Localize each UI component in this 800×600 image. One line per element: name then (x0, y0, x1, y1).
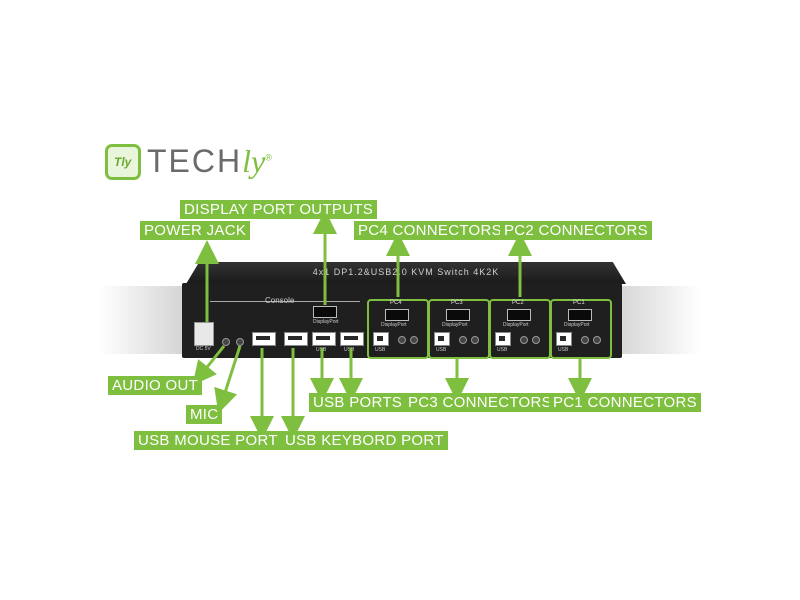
pc3-audio-jack (459, 336, 467, 344)
arrow-mic (214, 345, 242, 414)
pc3-dp-label: DisplayPort (442, 322, 468, 328)
pc2-displayport (507, 309, 531, 321)
console-displayport (313, 306, 337, 318)
pc4-audio-jack (398, 336, 406, 344)
pc1-usb-label: USB (558, 347, 569, 353)
device-top-panel: 4x1 DP1.2&USB2.0 KVM Switch 4K2K (186, 262, 626, 284)
pc4-dp-label: DisplayPort (381, 322, 407, 328)
pc1-label: PC1 (573, 300, 585, 306)
pc4-label: PC4 (390, 300, 402, 306)
pc1-mic-jack (593, 336, 601, 344)
usb-port-1 (312, 332, 336, 346)
pc3-usb-b (434, 332, 450, 346)
pc1-audio-jack (581, 336, 589, 344)
pc1-usb-b (556, 332, 572, 346)
label-power-jack: POWER JACK (140, 221, 251, 240)
pc2-label: PC2 (512, 300, 524, 306)
pc1-dp-label: DisplayPort (564, 322, 590, 328)
pc2-usb-b (495, 332, 511, 346)
mic-jack (236, 338, 244, 346)
pc4-mic-jack (410, 336, 418, 344)
pc3-mic-jack (471, 336, 479, 344)
techly-logo: Tly TECHly® (105, 140, 305, 180)
pc1-displayport (568, 309, 592, 321)
arrow-audio-out (192, 345, 226, 386)
label-pc4-connectors: PC4 CONNECTORS (354, 221, 506, 240)
label-audio-out: AUDIO OUT (108, 376, 203, 395)
power-jack-port (194, 322, 214, 346)
pc2-dp-label: DisplayPort (503, 322, 529, 328)
label-pc3-connectors: PC3 CONNECTORS (404, 393, 556, 412)
pc3-usb-label: USB (436, 347, 447, 353)
audio-out-jack (222, 338, 230, 346)
dc-label: DC 5V (196, 346, 211, 352)
pc3-displayport (446, 309, 470, 321)
pc4-displayport (385, 309, 409, 321)
console-dp-label: DisplayPort (313, 319, 339, 325)
pc4-usb-b (373, 332, 389, 346)
pc2-mic-jack (532, 336, 540, 344)
pc3-label: PC3 (451, 300, 463, 306)
label-display-port-outputs: DISPLAY PORT OUTPUTS (180, 200, 378, 219)
usb-mouse-port (252, 332, 276, 346)
label-usb-keybord-port: USB KEYBORD PORT (281, 431, 448, 450)
pc4-usb-label: USB (375, 347, 386, 353)
console-label: Console (265, 296, 295, 305)
label-usb-ports: USB PORTS (309, 393, 407, 412)
label-pc1-connectors: PC1 CONNECTORS (549, 393, 701, 412)
pc2-usb-label: USB (497, 347, 508, 353)
label-pc2-connectors: PC2 CONNECTORS (500, 221, 652, 240)
label-usb-mouse-port: USB MOUSE PORT (134, 431, 282, 450)
usb-keyboard-port (284, 332, 308, 346)
logo-icon: Tly (105, 144, 141, 180)
pc2-audio-jack (520, 336, 528, 344)
console-divider (210, 301, 360, 302)
label-mic: MIC (186, 405, 223, 424)
usb-label-2: USB (344, 347, 355, 353)
usb-port-2 (340, 332, 364, 346)
logo-wordmark: TECHly® (147, 143, 274, 179)
